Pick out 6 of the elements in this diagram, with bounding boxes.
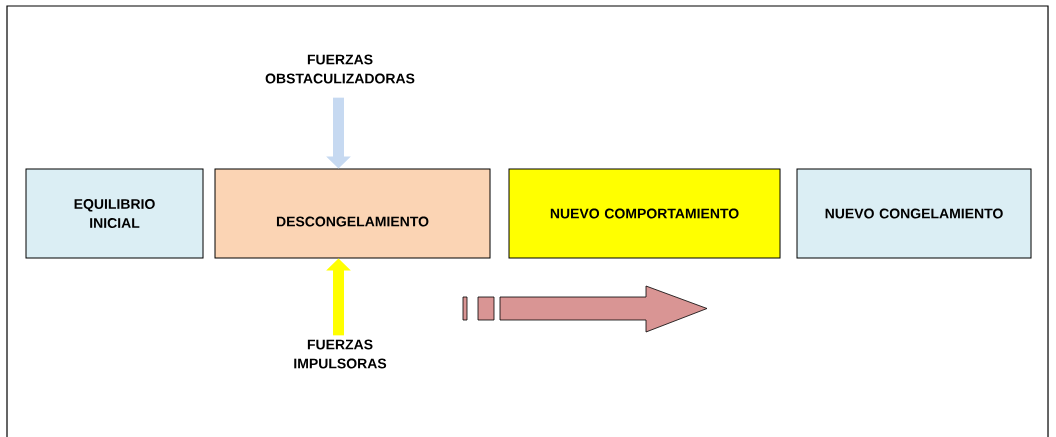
process-box: DESCONGELAMIENTO [214, 168, 491, 259]
force-label: FUERZAS OBSTACULIZADORAS [265, 54, 415, 84]
force-label: FUERZAS IMPULSORAS [294, 339, 387, 369]
process-box: NUEVO COMPORTAMIENTO [508, 168, 781, 259]
process-box: NUEVO CONGELAMIENTO [796, 168, 1032, 259]
process-box: EQUILIBRIO INICIAL [25, 168, 204, 259]
